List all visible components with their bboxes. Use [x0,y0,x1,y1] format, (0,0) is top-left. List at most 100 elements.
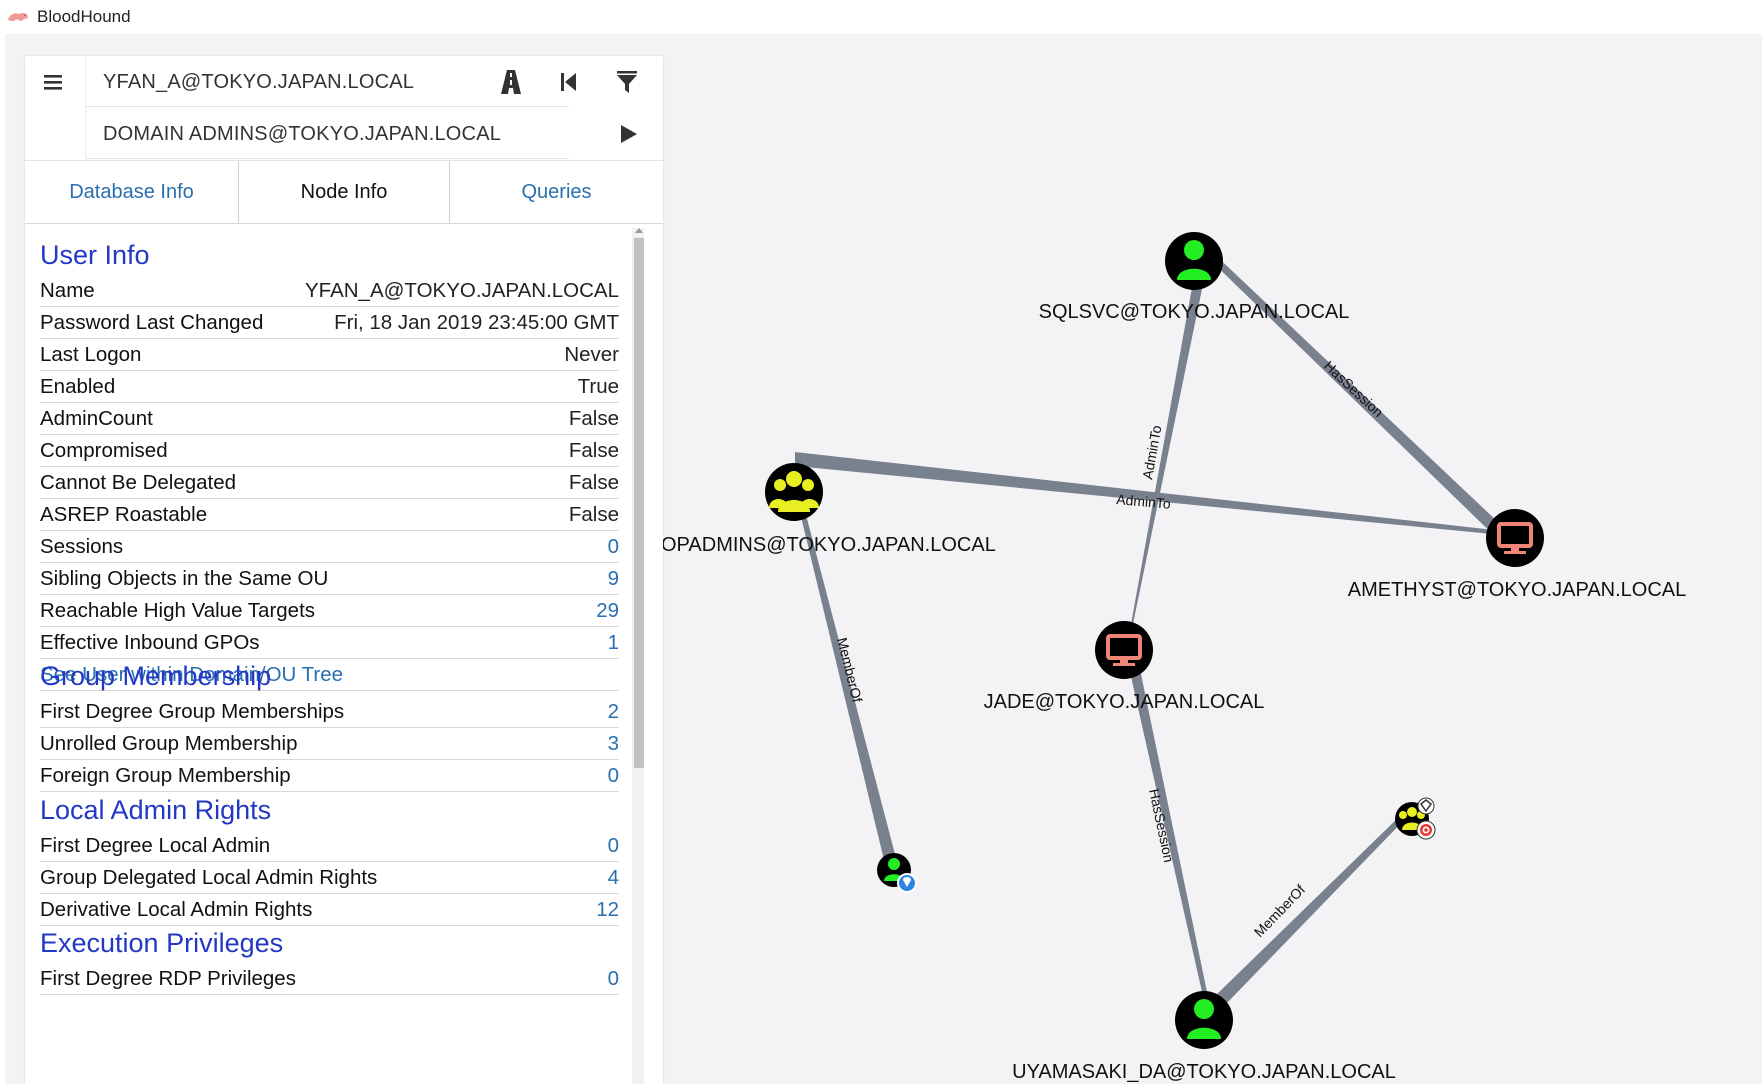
pathfinding-road-icon[interactable] [495,66,527,98]
node-amethyst[interactable]: AMETHYST@TOKYO.JAPAN.LOCAL [1348,509,1687,601]
play-icon[interactable] [612,118,644,150]
row-label: Reachable High Value Targets [40,599,316,622]
edge-label-sqlsvc-amethyst: HasSession [1321,357,1387,420]
section-title-execution: Execution Privileges [40,928,284,958]
info-row: Foreign Group Membership 0 [40,760,619,792]
edge-label-jade-uyamasaki: HasSession [1146,787,1177,863]
row-value: False [568,439,619,462]
row-value: Never [564,343,619,366]
local-admin-section: Local Admin Rights First Degree Local Ad… [40,790,619,926]
row-value[interactable]: 2 [607,700,619,723]
info-row: AdminCount False [40,403,619,435]
row-label: Cannot Be Delegated [40,471,237,494]
node-label-uyamasaki: UYAMASAKI_DA@TOKYO.JAPAN.LOCAL [1012,1061,1396,1083]
row-value[interactable]: 3 [607,732,619,755]
row-value: YFAN_A@TOKYO.JAPAN.LOCAL [305,279,619,302]
tab-node-info[interactable]: Node Info [238,161,450,223]
see-user-in-tree-link[interactable]: See User within Domain/OU Tree [40,659,619,691]
section-title-user-info: User Info [40,240,150,270]
info-row: Sibling Objects in the Same OU 9 [40,563,619,595]
node-label-amethyst: AMETHYST@TOKYO.JAPAN.LOCAL [1348,579,1687,601]
back-icon[interactable] [553,66,585,98]
computer-icon [1497,522,1533,554]
row-label: ASREP Roastable [40,503,208,526]
side-panel: YFAN_A@TOKYO.JAPAN.LOCAL DOMAIN ADMINS@T… [25,56,663,1084]
section-title-local-admin: Local Admin Rights [40,795,272,825]
row-value[interactable]: 0 [607,764,619,787]
node-yfan[interactable] [877,853,917,893]
scroll-up-arrow-icon[interactable] [635,228,643,233]
title-bar: BloodHound [0,0,1762,34]
info-row: Cannot Be Delegated False [40,467,619,499]
info-row: Last Logon Never [40,339,619,371]
user-icon [1177,240,1211,280]
row-value: False [568,407,619,430]
node-jade[interactable]: JADE@TOKYO.JAPAN.LOCAL [984,621,1265,713]
row-value[interactable]: 29 [596,599,619,622]
row-value: False [568,471,619,494]
row-label: Password Last Changed [40,311,264,334]
node-domainadmins[interactable] [1395,797,1436,840]
menu-icon[interactable] [41,70,65,94]
edge-desktopadmins-amethyst[interactable] [795,452,1512,536]
row-label: AdminCount [40,407,153,430]
scrollbar-thumb[interactable] [634,238,644,768]
row-value: True [577,375,619,398]
row-label: First Degree Local Admin [40,834,271,857]
edge-jade-uyamasaki[interactable] [1125,650,1207,992]
node-sqlsvc[interactable]: SQLSVC@TOKYO.JAPAN.LOCAL [1039,232,1350,323]
start-search-row: YFAN_A@TOKYO.JAPAN.LOCAL [25,56,663,108]
row-value[interactable]: 1 [607,631,619,654]
computer-icon [1106,634,1142,666]
tab-database-info[interactable]: Database Info [69,181,194,203]
target-node-search-input[interactable]: DOMAIN ADMINS@TOKYO.JAPAN.LOCAL [85,108,569,159]
node-uyamasaki[interactable]: UYAMASAKI_DA@TOKYO.JAPAN.LOCAL [1012,991,1396,1083]
start-node-marker-icon [897,873,917,893]
group-membership-section: Group Membership First Degree Group Memb… [40,656,619,792]
row-label: Foreign Group Membership [40,764,291,787]
edge-desktopadmins-yfan[interactable] [795,492,896,860]
row-value[interactable]: 0 [607,535,619,558]
high-value-diamond-icon [1417,797,1435,815]
info-row: First Degree RDP Privileges 0 [40,963,619,995]
row-label: Last Logon [40,343,142,366]
execution-section: Execution Privileges First Degree RDP Pr… [40,923,619,995]
row-value[interactable]: 12 [596,898,619,921]
bloodhound-logo-icon [8,12,28,21]
section-title-group-membership: Group Membership [40,661,272,691]
filter-icon[interactable] [611,66,643,98]
row-value[interactable]: 0 [607,967,619,990]
node-desktopadmins[interactable]: OPADMINS@TOKYO.JAPAN.LOCAL [661,463,996,556]
edge-uyamasaki-domainadmins[interactable] [1214,812,1408,1006]
panel-tabs: Database Info Node Info Queries [25,160,663,224]
info-row: First Degree Group Memberships 2 [40,696,619,728]
target-icon [1416,820,1436,840]
graph-canvas[interactable]: AdminTo HasSession AdminTo MemberOf HasS… [0,34,1762,1084]
info-row: ASREP Roastable False [40,499,619,531]
row-label: Sibling Objects in the Same OU [40,567,329,590]
window-edge [0,34,5,1084]
row-label: Group Delegated Local Admin Rights [40,866,378,889]
row-value[interactable]: 9 [607,567,619,590]
edge-sqlsvc-jade[interactable] [1131,260,1208,624]
start-node-search-input[interactable]: YFAN_A@TOKYO.JAPAN.LOCAL [85,56,569,107]
graph-svg[interactable]: AdminTo HasSession AdminTo MemberOf HasS… [0,34,1762,1084]
edge-label-uyamasaki-domainadmins: MemberOf [1251,881,1309,940]
row-label: First Degree RDP Privileges [40,967,296,990]
row-label: Effective Inbound GPOs [40,631,260,654]
row-label: First Degree Group Memberships [40,700,345,723]
row-value[interactable]: 0 [607,834,619,857]
row-value[interactable]: 4 [607,866,619,889]
tab-queries[interactable]: Queries [521,181,592,203]
row-value: False [568,503,619,526]
row-label: Compromised [40,439,168,462]
edge-sqlsvc-amethyst[interactable] [1204,250,1517,548]
node-label-desktopadmins: OPADMINS@TOKYO.JAPAN.LOCAL [661,534,996,556]
